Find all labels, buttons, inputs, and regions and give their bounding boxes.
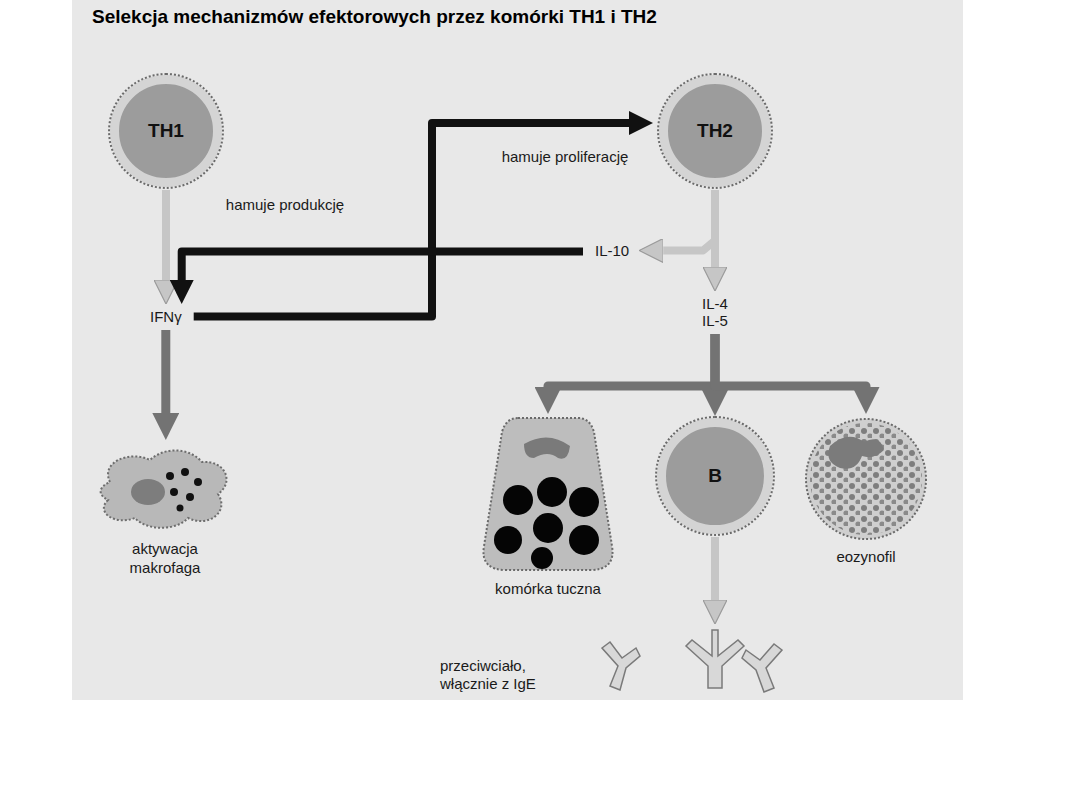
node-text: B [708, 465, 722, 487]
connector-arrow [711, 190, 719, 267]
eosinophil: eozynofil [800, 416, 932, 567]
connector-arrow [182, 252, 583, 281]
node-text: aktywacja makrofaga [110, 540, 220, 578]
illustration [478, 414, 618, 574]
node-text: TH2 [697, 120, 733, 142]
connector-arrow [161, 330, 170, 413]
th2-cell: TH2 [659, 75, 771, 187]
diagram-title: Selekcja mechanizmów efektorowych przez … [92, 6, 657, 28]
connector-arrow [663, 190, 715, 251]
node-text: przeciwciało, włącznie z IgE [440, 657, 552, 697]
mast-cell: komórka tuczna [478, 414, 618, 599]
antibody-illustration [552, 626, 792, 696]
cytokine-label: IFNγ [142, 306, 190, 327]
edge-label: hamuje proliferację [500, 148, 630, 167]
cytokine-label: IL-4 IL-5 [687, 293, 743, 331]
illustration [90, 442, 240, 534]
node-text: komórka tuczna [495, 580, 601, 599]
th1-cell: TH1 [110, 75, 222, 187]
illustration [800, 416, 932, 542]
connector-arrow [548, 334, 715, 387]
connector-arrow [711, 537, 719, 600]
node-text: eozynofil [836, 548, 895, 567]
edge-label: hamuje produkcję [225, 196, 345, 215]
connector-arrow [162, 190, 170, 280]
node-text: IL-10 [595, 242, 629, 259]
node-text: IL-4 IL-5 [695, 295, 735, 329]
node-text: IFNγ [150, 308, 182, 325]
node-text: TH1 [148, 120, 184, 142]
connector-arrow [715, 334, 866, 387]
b-cell: B [657, 418, 773, 534]
macrophage: aktywacja makrofaga [90, 442, 240, 578]
cytokine-label: IL-10 [587, 240, 637, 261]
antibody-group: przeciwciało, włącznie z IgE [440, 626, 792, 696]
